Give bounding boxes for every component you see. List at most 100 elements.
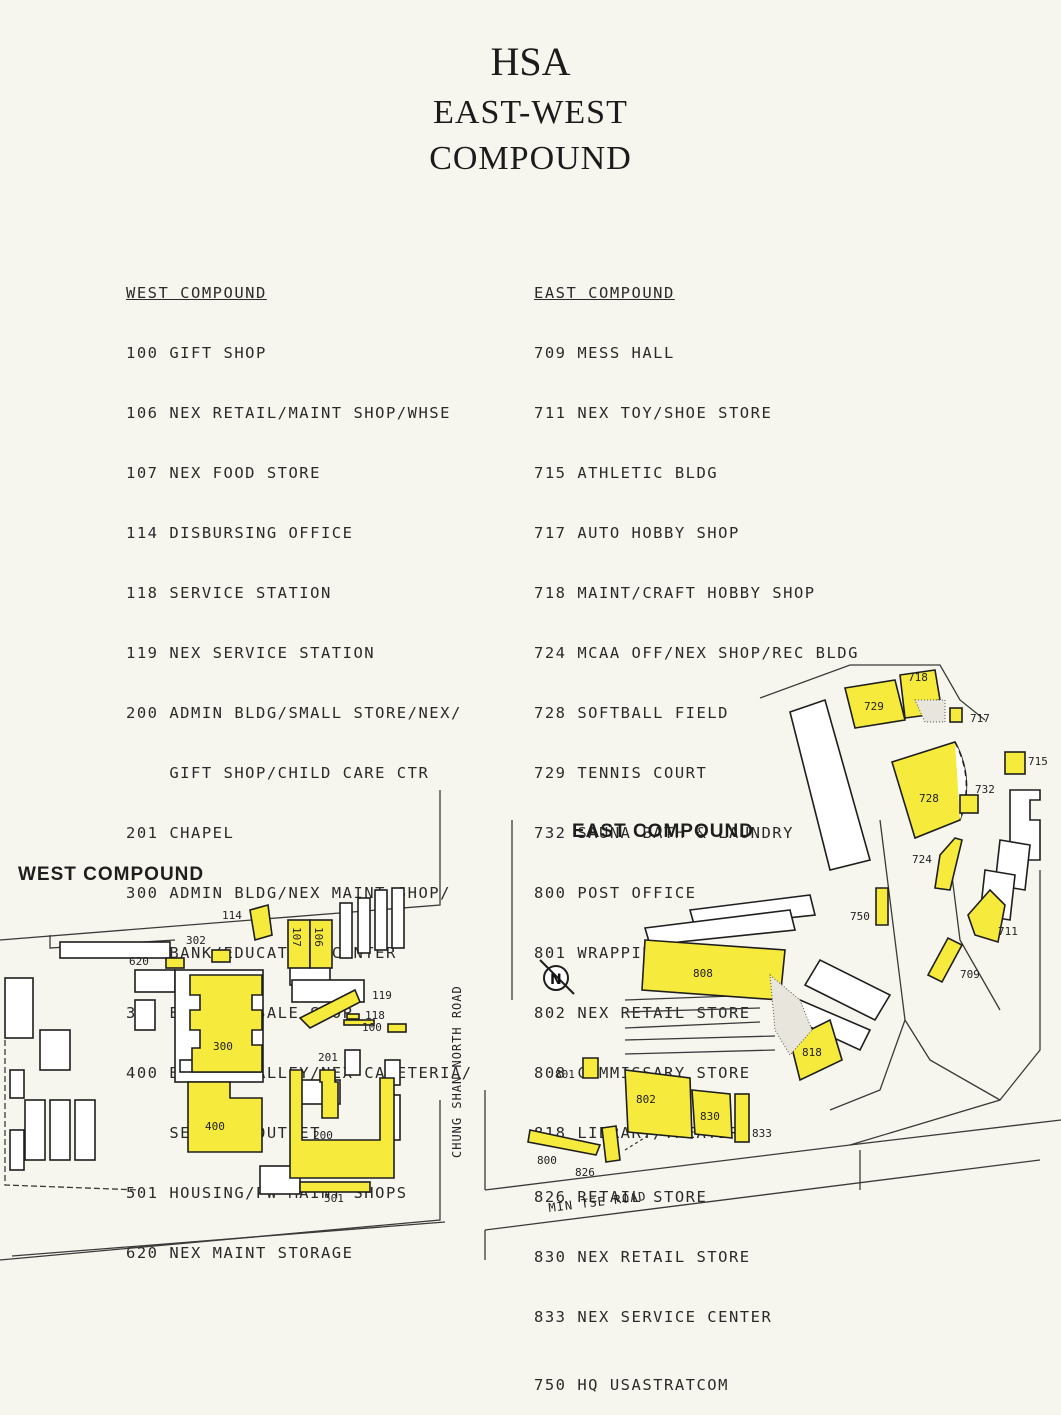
- label-114: 114: [222, 909, 242, 922]
- label-808: 808: [693, 967, 713, 980]
- legend-item: 728 SOFTBALL FIELD: [534, 704, 729, 722]
- label-107: 107: [290, 927, 303, 947]
- label-826: 826: [575, 1166, 595, 1179]
- legend-west-compound: WEST COMPOUND 100 GIFT SHOP 106 NEX RETA…: [126, 243, 473, 1283]
- west-highlighted-buildings: [165, 903, 407, 1193]
- label-715: 715: [1028, 755, 1048, 768]
- legend-item: 800 POST OFFICE: [534, 884, 697, 902]
- building-100: [387, 1023, 407, 1033]
- legend-item: 724 MCAA OFF/NEX SHOP/REC BLDG: [534, 644, 859, 662]
- label-200: 200: [313, 1129, 333, 1142]
- legend-item: 100 GIFT SHOP: [126, 344, 267, 362]
- building-808: [641, 939, 786, 1001]
- building-400: [187, 1081, 263, 1153]
- legend-item: 118 SERVICE STATION: [126, 584, 332, 602]
- legend-item: 732 SAUNA BATH & LAUNDRY: [534, 824, 794, 842]
- building-106: [309, 919, 333, 969]
- road-lines: [0, 664, 1061, 1261]
- legend-item: 709 MESS HALL: [534, 344, 675, 362]
- legend-item: 715 ATHLETIC BLDG: [534, 464, 719, 482]
- label-750: 750: [850, 910, 870, 923]
- label-802: 802: [636, 1093, 656, 1106]
- building-119: [298, 988, 362, 1029]
- label-118: 118: [365, 1009, 385, 1022]
- label-718: 718: [908, 671, 928, 684]
- legend-east-compound: EAST COMPOUND 709 MESS HALL 711 NEX TOY/…: [534, 243, 859, 1415]
- compound-map: N WEST COMPOUND EAST COMPOUND CHUNG SHAN…: [0, 664, 1061, 1261]
- legend-item: 833 NEX SERVICE CENTER: [534, 1308, 773, 1326]
- building-801: [582, 1057, 599, 1079]
- legend-item: GIFT SHOP/CHILD CARE CTR: [126, 764, 430, 782]
- building-114: [249, 903, 273, 942]
- building-724: [934, 837, 963, 891]
- building-620: [165, 957, 185, 969]
- building-826: [601, 1125, 621, 1163]
- legend-item: 620 NEX MAINT STORAGE: [126, 1244, 354, 1262]
- legend-item: 802 NEX RETAIL STORE: [534, 1004, 751, 1022]
- title-line-1: HSA: [490, 39, 571, 84]
- legend-item: 201 CHAPEL: [126, 824, 235, 842]
- building-732: [959, 794, 979, 814]
- building-717: [949, 707, 963, 723]
- label-728: 728: [919, 792, 939, 805]
- legend-west-header: WEST COMPOUND: [126, 284, 267, 302]
- building-802: [624, 1069, 693, 1139]
- north-arrow-icon: N: [539, 959, 575, 995]
- label-501: 501: [324, 1192, 344, 1205]
- legend-east-header: EAST COMPOUND: [534, 284, 675, 302]
- building-200: [289, 1069, 395, 1179]
- legend-item: 300 ADMIN BLDG/NEX MAINT SHOP/: [126, 884, 451, 902]
- label-201: 201: [318, 1051, 338, 1064]
- building-830: [691, 1089, 733, 1139]
- legend-item: 711 NEX TOY/SHOE STORE: [534, 404, 773, 422]
- label-801: 801: [555, 1068, 575, 1081]
- building-302: [211, 949, 231, 963]
- legend-item: 826 RETAIL STORE: [534, 1188, 708, 1206]
- building-728: [891, 741, 968, 840]
- building-118b: [343, 1019, 375, 1026]
- legend-item: 119 NEX SERVICE STATION: [126, 644, 376, 662]
- legend-item: 114 DISBURSING OFFICE: [126, 524, 354, 542]
- east-highlighted-buildings: [527, 669, 1026, 1163]
- label-729: 729: [864, 700, 884, 713]
- label-106: 106: [312, 927, 325, 947]
- label-300: 300: [213, 1040, 233, 1053]
- legend-item: 717 AUTO HOBBY SHOP: [534, 524, 740, 542]
- label-830: 830: [700, 1110, 720, 1123]
- building-800: [527, 1129, 602, 1156]
- building-750: [875, 887, 889, 926]
- legend-item: 107 NEX FOOD STORE: [126, 464, 321, 482]
- east-compound-label: EAST COMPOUND: [572, 821, 754, 842]
- building-729: [844, 679, 906, 729]
- building-833: [734, 1093, 750, 1143]
- legend-item: 200 ADMIN BLDG/SMALL STORE/NEX/: [126, 704, 462, 722]
- building-715: [1004, 751, 1026, 775]
- label-833: 833: [752, 1127, 772, 1140]
- west-compound-label: WEST COMPOUND: [18, 864, 204, 885]
- legend-item: 830 NEX RETAIL STORE: [534, 1248, 751, 1266]
- label-119: 119: [372, 989, 392, 1002]
- label-100: 100: [362, 1021, 382, 1034]
- building-201: [319, 1069, 339, 1119]
- legend-item: 729 TENNIS COURT: [534, 764, 708, 782]
- building-711: [967, 888, 1006, 944]
- legend-item: 750 HQ USASTRATCOM: [534, 1376, 729, 1394]
- building-501: [299, 1181, 371, 1193]
- label-709: 709: [960, 968, 980, 981]
- label-302: 302: [186, 934, 206, 947]
- label-717: 717: [970, 712, 990, 725]
- building-709: [926, 936, 964, 984]
- gravel-areas: [769, 699, 946, 1056]
- label-620: 620: [129, 955, 149, 968]
- title-line-2: EAST-WEST: [433, 94, 628, 131]
- road-label-chung-shan: CHUNG SHAN NORTH ROAD: [450, 985, 464, 1158]
- label-400: 400: [205, 1120, 225, 1133]
- label-724: 724: [912, 853, 932, 866]
- legend-item: 718 MAINT/CRAFT HOBBY SHOP: [534, 584, 816, 602]
- title-line-3: COMPOUND: [429, 140, 632, 177]
- building-118: [346, 1013, 360, 1020]
- label-711: 711: [998, 925, 1018, 938]
- building-300: [189, 974, 263, 1073]
- label-800: 800: [537, 1154, 557, 1167]
- north-symbol: N: [550, 972, 562, 988]
